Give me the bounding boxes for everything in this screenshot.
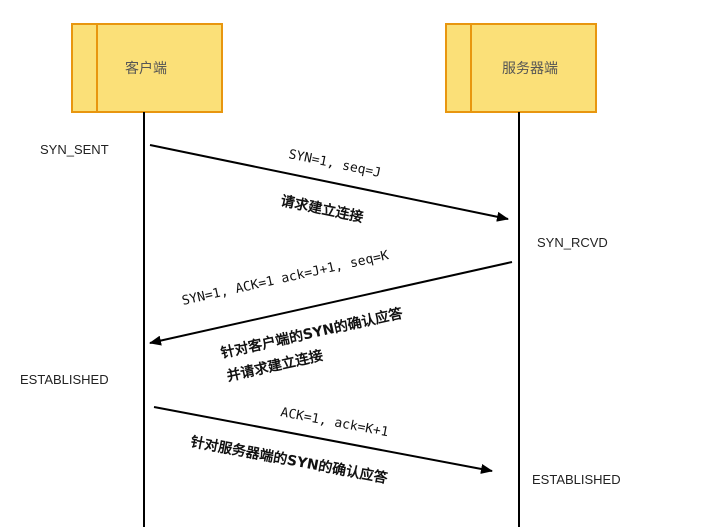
desc-ack: 针对服务器端的SYN的确认应答: [188, 433, 390, 487]
client-node: 客户端: [71, 23, 223, 113]
arrow-syn: [149, 144, 509, 222]
state-server-syn-rcvd: SYN_RCVD: [537, 235, 608, 250]
arrow-ack: [153, 406, 493, 474]
state-server-established: ESTABLISHED: [532, 472, 621, 487]
server-label: 服务器端: [502, 61, 558, 77]
message-ack: ACK=1, ack=K+1 针对服务器端的SYN的确认应答: [153, 405, 493, 487]
client-label: 客户端: [125, 60, 167, 77]
state-client-established: ESTABLISHED: [20, 372, 109, 387]
segment-ack: ACK=1, ack=K+1: [279, 405, 389, 440]
state-client-syn-sent: SYN_SENT: [40, 142, 109, 157]
desc-syn: 请求建立连接: [279, 192, 365, 226]
message-syn-ack: SYN=1, ACK=1 ack=J+1, seq=K 针对客户端的SYN的确认…: [149, 248, 513, 385]
message-syn: SYN=1, seq=J 请求建立连接: [149, 144, 509, 226]
segment-syn-ack: SYN=1, ACK=1 ack=J+1, seq=K: [181, 248, 391, 309]
arrow-syn-ack: [149, 261, 513, 346]
server-node: 服务器端: [445, 23, 597, 113]
